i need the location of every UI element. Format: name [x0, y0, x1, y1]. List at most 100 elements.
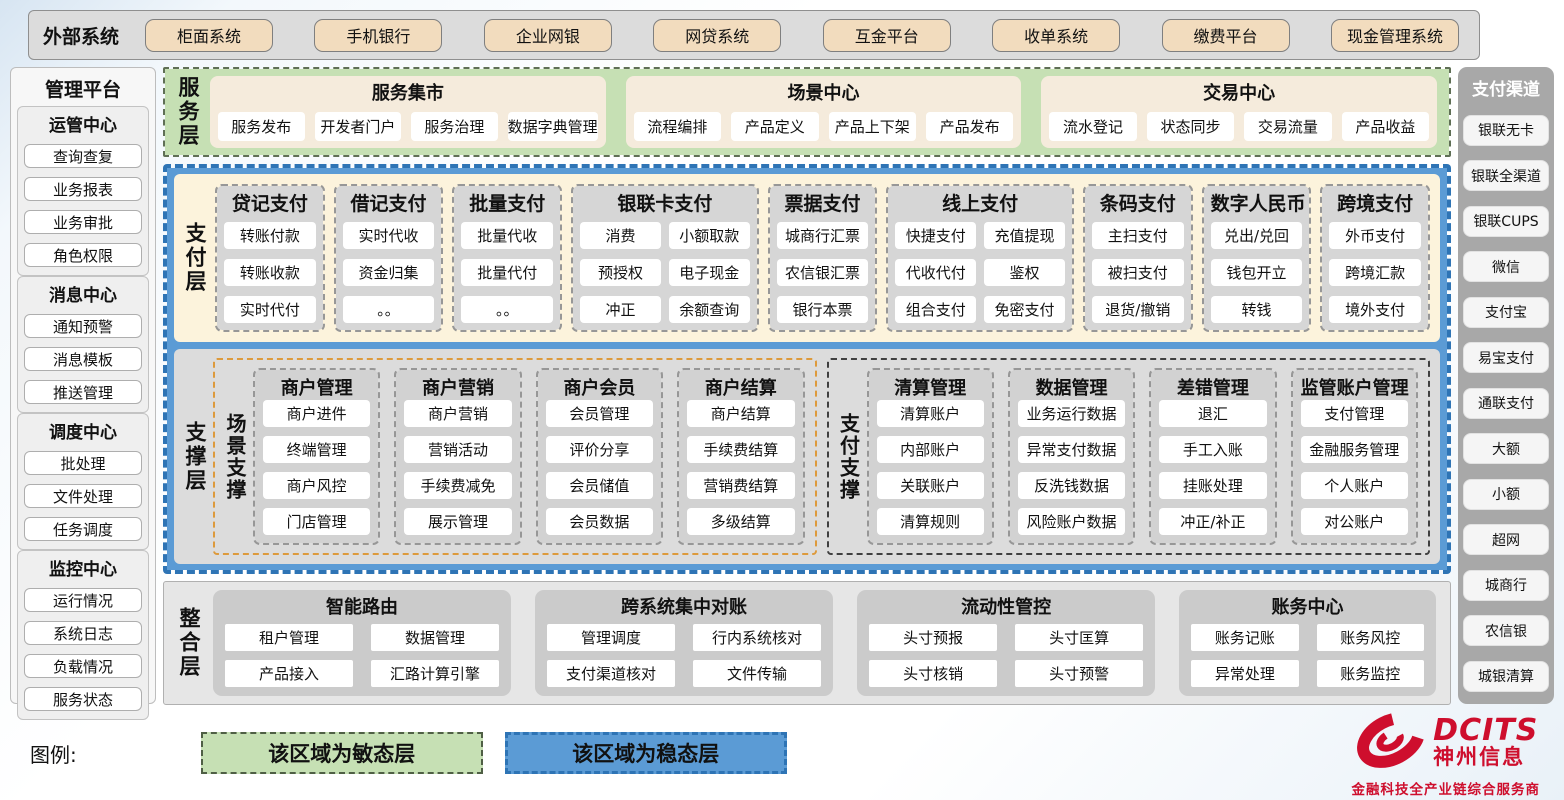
integration-item: 头寸预警 — [1015, 660, 1143, 687]
integration-layer: 整合层 智能路由租户管理数据管理产品接入汇路计算引擎跨系统集中对账管理调度行内系… — [163, 581, 1451, 705]
payment-item: 小额取款 — [669, 222, 750, 249]
integration-item: 头寸匡算 — [1015, 624, 1143, 651]
support-item: 商户结算 — [687, 400, 794, 427]
payment-item: 退货/撤销 — [1092, 296, 1184, 323]
management-item: 任务调度 — [24, 517, 142, 541]
service-center-items: 流程编排产品定义产品上下架产品发布 — [634, 112, 1014, 141]
support-column-title: 商户会员 — [546, 374, 653, 400]
service-item: 产品上下架 — [829, 112, 916, 141]
support-item: 营销费结算 — [687, 472, 794, 499]
integration-item: 行内系统核对 — [693, 624, 821, 651]
integration-section-items: 租户管理数据管理产品接入汇路计算引擎 — [225, 624, 499, 687]
service-item: 产品定义 — [731, 112, 818, 141]
support-column-title: 差错管理 — [1159, 374, 1266, 400]
integration-section: 跨系统集中对账管理调度行内系统核对支付渠道核对文件传输 — [535, 590, 833, 696]
payment-support-columns: 清算管理清算账户内部账户关联账户清算规则数据管理业务运行数据异常支付数据反洗钱数… — [867, 368, 1419, 545]
support-item: 异常支付数据 — [1018, 436, 1125, 463]
support-column: 商户会员会员管理评价分享会员储值会员数据 — [536, 368, 663, 545]
support-item: 退汇 — [1159, 400, 1266, 427]
management-group-title: 消息中心 — [24, 281, 142, 306]
integration-section-title: 流动性管控 — [869, 593, 1143, 619]
support-item: 手续费结算 — [687, 436, 794, 463]
external-systems-label: 外部系统 — [43, 22, 119, 49]
legend: 图例: 该区域为敏态层该区域为稳态层 — [30, 732, 787, 774]
payment-item: 代收代付 — [895, 259, 976, 286]
payment-item: 钱包开立 — [1211, 259, 1303, 286]
payment-item: 组合支付 — [895, 296, 976, 323]
integration-item: 租户管理 — [225, 624, 353, 651]
support-item: 终端管理 — [263, 436, 370, 463]
scene-support-columns: 商户管理商户进件终端管理商户风控门店管理商户营销商户营销营销活动手续费减免展示管… — [253, 368, 805, 545]
service-item: 数据字典管理 — [508, 112, 598, 141]
support-item: 门店管理 — [263, 508, 370, 535]
support-column-title: 清算管理 — [877, 374, 984, 400]
management-item: 文件处理 — [24, 484, 142, 508]
integration-section-items: 头寸预报头寸匡算头寸核销头寸预警 — [869, 624, 1143, 687]
management-item: 批处理 — [24, 451, 142, 475]
payment-column: 批量支付批量代收批量代付。。 — [452, 184, 562, 332]
legend-agile-box: 该区域为敏态层 — [201, 732, 483, 774]
payment-item: 转钱 — [1211, 296, 1303, 323]
payment-column-items: 实时代收资金归集。。 — [343, 222, 435, 323]
external-systems-list: 柜面系统手机银行企业网银网贷系统互金平台收单系统缴费平台现金管理系统 — [145, 19, 1465, 52]
payment-column-items: 外币支付跨境汇款境外支付 — [1329, 222, 1421, 323]
payment-column-title: 票据支付 — [777, 189, 869, 216]
payment-item: 批量代收 — [461, 222, 553, 249]
support-item: 支付管理 — [1301, 400, 1408, 427]
management-item: 负载情况 — [24, 654, 142, 678]
logo-texts: DCITS 神州信息 — [1433, 715, 1538, 769]
service-center-title: 交易中心 — [1049, 79, 1429, 105]
logo-name: DCITS — [1433, 715, 1538, 747]
payment-item: 转账付款 — [224, 222, 316, 249]
support-item: 关联账户 — [877, 472, 984, 499]
support-column: 商户管理商户进件终端管理商户风控门店管理 — [253, 368, 380, 545]
integration-section-title: 账务中心 — [1191, 593, 1424, 619]
management-group-items: 批处理文件处理任务调度 — [24, 451, 142, 541]
payment-column: 借记支付实时代收资金归集。。 — [334, 184, 444, 332]
management-item: 消息模板 — [24, 347, 142, 371]
payment-column-title: 贷记支付 — [224, 189, 316, 216]
payment-item: 冲正 — [580, 296, 661, 323]
support-column-title: 商户管理 — [263, 374, 370, 400]
support-column-items: 会员管理评价分享会员储值会员数据 — [546, 400, 653, 535]
external-system-box: 互金平台 — [823, 19, 951, 52]
service-item: 流程编排 — [634, 112, 721, 141]
support-column: 清算管理清算账户内部账户关联账户清算规则 — [867, 368, 994, 545]
payment-column: 贷记支付转账付款转账收款实时代付 — [215, 184, 325, 332]
payment-columns: 贷记支付转账付款转账收款实时代付借记支付实时代收资金归集。。批量支付批量代收批量… — [215, 184, 1430, 332]
service-center-title: 服务集市 — [218, 79, 598, 105]
legend-label: 图例: — [30, 739, 77, 768]
service-item: 开发者门户 — [315, 112, 402, 141]
payment-column-title: 借记支付 — [343, 189, 435, 216]
management-item: 服务状态 — [24, 687, 142, 711]
external-system-box: 手机银行 — [314, 19, 442, 52]
payment-item: 主扫支付 — [1092, 222, 1184, 249]
support-column-items: 清算账户内部账户关联账户清算规则 — [877, 400, 984, 535]
support-item: 冲正/补正 — [1159, 508, 1266, 535]
support-column: 商户结算商户结算手续费结算营销费结算多级结算 — [677, 368, 804, 545]
payment-channel-box: 农信银 — [1463, 615, 1549, 646]
integration-item: 头寸核销 — [869, 660, 997, 687]
service-centers: 服务集市服务发布开发者门户服务治理数据字典管理场景中心流程编排产品定义产品上下架… — [210, 74, 1437, 150]
payment-item: 资金归集 — [343, 259, 435, 286]
support-item: 内部账户 — [877, 436, 984, 463]
payment-column: 票据支付城商行汇票农信银汇票银行本票 — [768, 184, 878, 332]
support-column-items: 商户结算手续费结算营销费结算多级结算 — [687, 400, 794, 535]
payment-channel-box: 大额 — [1463, 433, 1549, 464]
dcits-swirl-icon — [1353, 709, 1429, 775]
payment-channel-box: 银联全渠道 — [1463, 160, 1549, 191]
integration-item: 管理调度 — [547, 624, 675, 651]
payment-column-items: 消费小额取款预授权电子现金冲正余额查询 — [580, 222, 750, 323]
integration-item: 头寸预报 — [869, 624, 997, 651]
service-item: 产品收益 — [1342, 112, 1429, 141]
diagram-body: 管理平台 运管中心查询查复业务报表业务审批角色权限消息中心通知预警消息模板推送管… — [10, 67, 1554, 704]
integration-section-title: 智能路由 — [225, 593, 499, 619]
dcits-logo: DCITS 神州信息 金融科技全产业链综合服务商 — [1352, 709, 1551, 798]
payment-channel-box: 银联无卡 — [1463, 115, 1549, 146]
management-item: 系统日志 — [24, 621, 142, 645]
support-column-items: 退汇手工入账挂账处理冲正/补正 — [1159, 400, 1266, 535]
support-column-title: 商户结算 — [687, 374, 794, 400]
payment-channels-panel: 支付渠道 银联无卡银联全渠道银联CUPS微信支付宝易宝支付通联支付大额小额超网城… — [1458, 67, 1554, 704]
support-item: 清算规则 — [877, 508, 984, 535]
integration-item: 账务风控 — [1317, 624, 1424, 651]
